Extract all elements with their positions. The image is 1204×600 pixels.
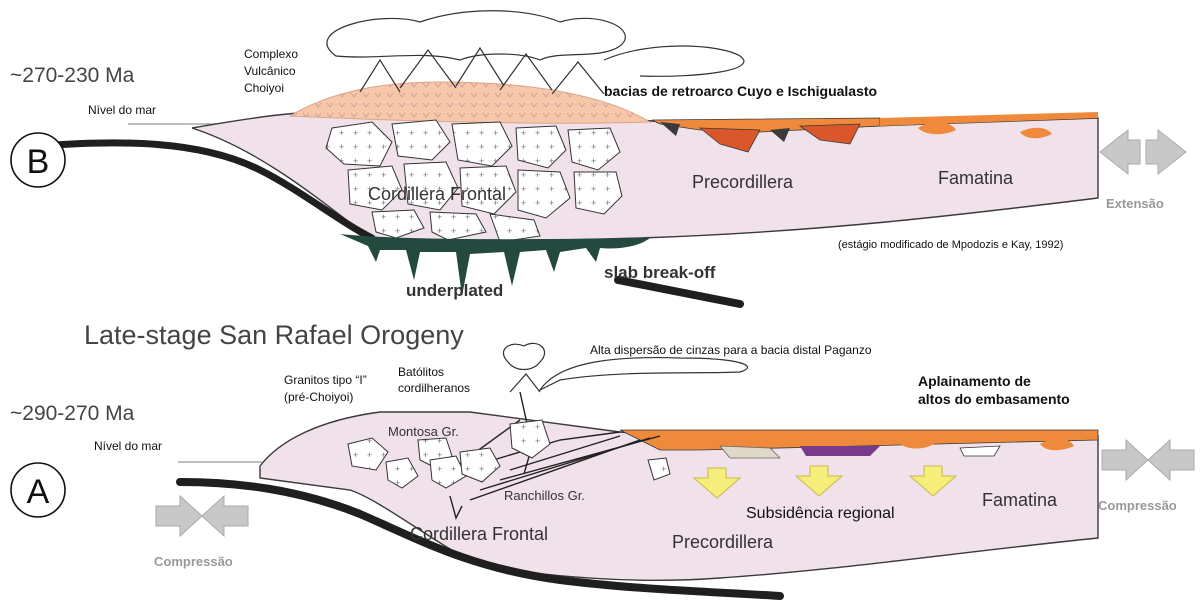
cordillera-frontal-label-b: Cordillera Frontal — [368, 184, 506, 204]
slab-breakoff-piece — [618, 280, 740, 304]
cordillera-frontal-label-a: Cordillera Frontal — [410, 524, 548, 544]
panel-b-letter: B — [27, 143, 50, 181]
underplated-label: underplated — [406, 281, 503, 300]
white-basin-a — [960, 446, 1000, 456]
panel-a-letter: A — [27, 473, 50, 511]
granitos-label-2: (pré-Choiyoi) — [284, 390, 353, 404]
sea-level-label-b: Nível do mar — [88, 103, 156, 117]
compressao-right-label: Compressão — [1098, 498, 1177, 513]
volcanic-complex-label-2: Vulcânico — [244, 64, 296, 78]
precordillera-label-a: Precordillera — [672, 532, 774, 552]
aplainamento-label-1: Aplainamento de — [918, 373, 1031, 389]
slab-breakoff-label: slab break-off — [604, 263, 716, 282]
ash-dispersion-label: Alta dispersão de cinzas para a bacia di… — [590, 343, 872, 357]
extension-label: Extensão — [1106, 196, 1164, 211]
montosa-label: Montosa Gr. — [388, 424, 459, 439]
compressao-left-label: Compressão — [154, 554, 233, 569]
backarc-basins-label: bacias de retroarco Cuyo e Ischigualasto — [604, 83, 877, 99]
volcanic-plumes-b — [327, 11, 744, 94]
purple-basin-a — [800, 446, 880, 456]
ranchillos-label: Ranchillos Gr. — [504, 488, 585, 503]
compression-arrows-left — [156, 496, 248, 536]
panel-b: B ~270-230 Ma Nível do mar Complexo Vulc… — [10, 11, 1186, 304]
sea-level-label-a: Nível do mar — [94, 439, 162, 453]
panel-a-age: ~290-270 Ma — [10, 402, 135, 425]
panel-b-age: ~270-230 Ma — [10, 64, 135, 87]
panel-a-title: Late-stage San Rafael Orogeny — [84, 320, 464, 350]
famatina-label-b: Famatina — [938, 168, 1014, 188]
subsidencia-label: Subsidência regional — [746, 505, 895, 522]
compression-arrows-right — [1102, 440, 1194, 480]
citation-label: (estágio modificado de Mpodozis e Kay, 1… — [838, 239, 1063, 251]
volcanic-complex-label-1: Complexo — [244, 47, 298, 61]
extension-arrows — [1100, 130, 1186, 174]
famatina-label-a: Famatina — [982, 490, 1058, 510]
panel-a: Late-stage San Rafael Orogeny ~290-270 M… — [10, 320, 1194, 596]
volcanic-complex-label-3: Choiyoi — [244, 81, 284, 95]
precordillera-label-b: Precordillera — [692, 172, 794, 192]
batolitos-label-2: cordilheranos — [398, 381, 470, 395]
volcanic-layer-b — [290, 82, 650, 123]
aplainamento-label-2: altos do embasamento — [918, 391, 1070, 407]
batolitos-label-1: Batólitos — [398, 365, 444, 379]
granitos-label-1: Granitos tipo “I” — [284, 373, 367, 387]
